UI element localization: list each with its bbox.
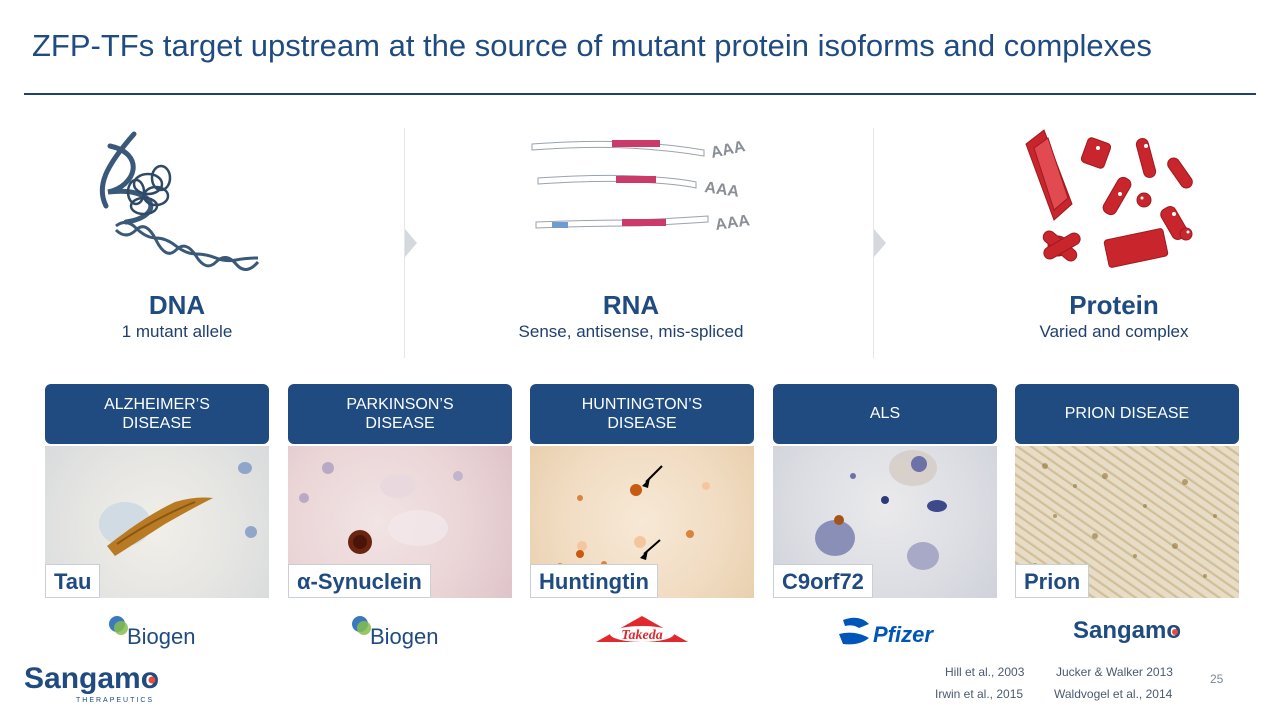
polyA-label: AAA	[703, 179, 740, 201]
partner-name: Sangamo	[1073, 617, 1181, 644]
reference-irwin: Irwin et al., 2015	[935, 687, 1024, 701]
flow-arrow-icon	[405, 229, 417, 257]
protein-label-tau: Tau	[45, 564, 101, 598]
partner-logo-biogen: Biogen	[288, 612, 512, 652]
reference-waldvogel: Waldvogel et al., 2014	[1054, 687, 1173, 701]
micrograph-tau: Tau	[45, 446, 269, 598]
protein-label-c9orf72: C9orf72	[773, 564, 873, 598]
partner-logo-sangamo: Sangamo	[1015, 612, 1239, 652]
micrograph-c9orf72: C9orf72	[773, 446, 997, 598]
reference-hill: Hill et al., 2003	[945, 665, 1025, 679]
reference-jucker: Jucker & Walker 2013	[1056, 665, 1173, 679]
partner-logo-takeda: Takeda	[530, 612, 754, 652]
protein-illustration	[1025, 129, 1193, 268]
sangamo-logo: Sangamo THERAPEUTICS	[24, 662, 159, 704]
disease-header-als: ALS	[773, 384, 997, 444]
dna-illustration	[99, 131, 260, 271]
page-number: 25	[1210, 672, 1224, 686]
company-name: Sangamo	[24, 662, 159, 695]
micrograph-synuclein: α-Synuclein	[288, 446, 512, 598]
micrograph-prion: Prion	[1015, 446, 1239, 598]
rna-illustration: AAA AAA AAA	[531, 138, 751, 234]
partner-name: Pfizer	[873, 622, 934, 647]
polyA-label: AAA	[709, 138, 747, 162]
stage-subtitle-rna: Sense, antisense, mis-spliced	[518, 322, 744, 341]
stage-subtitle-dna: 1 mutant allele	[121, 322, 233, 341]
stage-title-dna: DNA	[148, 290, 206, 320]
slide-title: ZFP-TFs target upstream at the source of…	[32, 28, 1152, 63]
disease-header-alzheimers: ALZHEIMER’S DISEASE	[45, 384, 269, 444]
company-tagline: THERAPEUTICS	[76, 697, 154, 704]
disease-header-prion: PRION DISEASE	[1015, 384, 1239, 444]
title-divider	[24, 93, 1256, 95]
stage-title-protein: Protein	[1069, 290, 1159, 320]
protein-label-prion: Prion	[1015, 564, 1090, 598]
flow-arrow-icon	[874, 229, 886, 257]
partner-name: Takeda	[621, 628, 662, 643]
partner-name: Biogen	[370, 624, 439, 649]
partner-name: Biogen	[127, 624, 196, 649]
disease-header-parkinsons: PARKINSON’S DISEASE	[288, 384, 512, 444]
stage-title-rna: RNA	[602, 290, 660, 320]
micrograph-huntingtin: Huntingtin	[530, 446, 754, 598]
column-divider-2	[873, 128, 874, 358]
stage-subtitle-protein: Varied and complex	[1039, 322, 1189, 341]
column-divider-1	[404, 128, 405, 358]
protein-label-huntingtin: Huntingtin	[530, 564, 658, 598]
partner-logo-biogen: Biogen	[45, 612, 269, 652]
disease-header-huntingtons: HUNTINGTON’S DISEASE	[530, 384, 754, 444]
protein-label-synuclein: α-Synuclein	[288, 564, 431, 598]
polyA-label: AAA	[714, 212, 751, 234]
partner-logo-pfizer: Pfizer	[773, 612, 997, 652]
